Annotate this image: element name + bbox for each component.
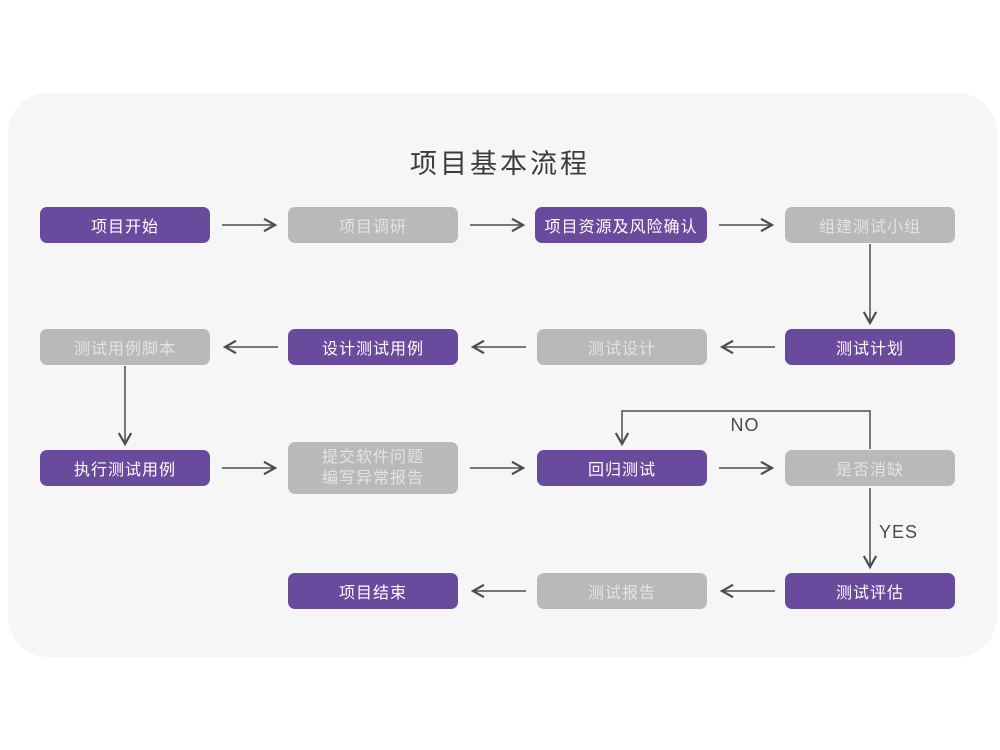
flow-node-test-design: 测试设计 [537, 329, 707, 365]
flow-node-label: 组建测试小组 [818, 219, 921, 236]
flow-node-label: 测试用例脚本 [73, 341, 176, 358]
flow-node-label: 项目资源及风险确认 [544, 219, 698, 236]
flow-node-test-evaluate: 测试评估 [785, 573, 955, 609]
edge-label-no: NO [730, 415, 760, 435]
flow-node-run-cases: 执行测试用例 [40, 450, 210, 486]
flow-node-build-team: 组建测试小组 [785, 207, 955, 243]
flow-node-label: 执行测试用例 [73, 462, 176, 479]
flow-node-submit-issues: 提交软件问题 编写异常报告 [288, 442, 458, 494]
flow-node-label: 测试评估 [835, 585, 904, 602]
flow-node-label: 是否消缺 [835, 462, 904, 479]
flow-node-label-line1: 提交软件问题 [321, 449, 424, 466]
diagram-title: 项目基本流程 [410, 149, 590, 179]
flow-node-defect-cleared: 是否消缺 [785, 450, 955, 486]
flow-node-research: 项目调研 [288, 207, 458, 243]
flow-node-label: 回归测试 [587, 462, 656, 479]
flow-node-label-line2: 编写异常报告 [321, 470, 424, 487]
flow-node-label: 测试设计 [587, 341, 656, 358]
flow-node-test-report: 测试报告 [537, 573, 707, 609]
flow-node-start: 项目开始 [40, 207, 210, 243]
flow-node-resource-risk: 项目资源及风险确认 [535, 207, 707, 243]
flow-node-end: 项目结束 [288, 573, 458, 609]
edge-label-yes: YES [879, 522, 919, 542]
flow-node-label: 项目调研 [338, 219, 407, 236]
flow-node-test-plan: 测试计划 [785, 329, 955, 365]
flow-node-regression-test: 回归测试 [537, 450, 707, 486]
flow-node-label: 项目开始 [90, 219, 159, 236]
flowchart-card [8, 93, 997, 657]
flow-node-label: 测试计划 [835, 341, 904, 358]
flow-node-label: 项目结束 [338, 585, 407, 602]
flow-node-label: 设计测试用例 [321, 341, 424, 358]
flow-node-design-cases: 设计测试用例 [288, 329, 458, 365]
flow-node-case-script: 测试用例脚本 [40, 329, 210, 365]
flow-node-label: 测试报告 [587, 585, 656, 602]
